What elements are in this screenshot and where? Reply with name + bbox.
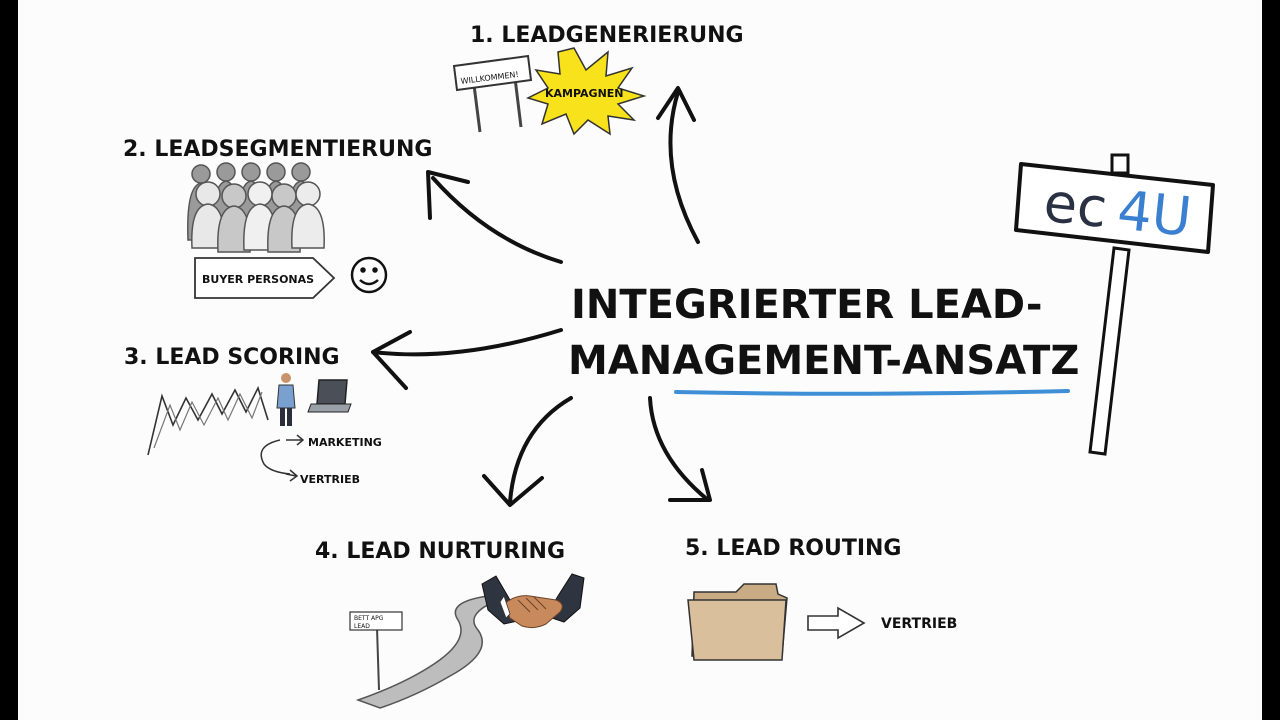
step-2-label: 2. LEADSEGMENTIERUNG bbox=[123, 137, 432, 162]
step-4-lead-nurturing: 4. LEAD NURTURING BETT APG LEAD bbox=[315, 539, 585, 709]
routing-arrow bbox=[807, 606, 866, 640]
buyer-personas-crowd bbox=[187, 162, 325, 253]
ec4u-sign: ec 4U bbox=[1014, 153, 1215, 456]
burst-shape bbox=[525, 47, 647, 136]
businessman-icon bbox=[276, 373, 296, 426]
marketing-label: MARKETING bbox=[308, 436, 382, 449]
sign-post-top bbox=[1110, 153, 1130, 175]
sign-post bbox=[1088, 246, 1131, 456]
laptop-icon bbox=[307, 379, 352, 413]
welcome-sign: WILLKOMMEN! bbox=[452, 54, 533, 133]
folder-icon bbox=[687, 583, 788, 661]
step-5-label: 5. LEAD ROUTING bbox=[685, 536, 902, 561]
smiley-icon bbox=[350, 256, 388, 294]
arrow-to-step3 bbox=[371, 328, 563, 390]
arrow-to-step5 bbox=[648, 396, 712, 502]
burst-text: KAMPAGNEN bbox=[545, 87, 624, 100]
arrow-to-step4 bbox=[482, 396, 573, 507]
logo-text-ec: ec bbox=[1041, 171, 1110, 240]
center-title-line2: MANAGEMENT-ANSATZ bbox=[568, 338, 1079, 384]
routing-target-label: VERTRIEB bbox=[881, 616, 957, 632]
arrow-to-step1 bbox=[656, 86, 700, 244]
logo-text-4u: 4U bbox=[1115, 178, 1195, 248]
ec4u-logo: ec 4U bbox=[1041, 171, 1195, 249]
step-3-lead-scoring: 3. LEAD SCORING MARKETING VERTRIEB bbox=[124, 345, 382, 486]
scoring-zigzag-line-2 bbox=[153, 391, 263, 449]
arrow-to-step2 bbox=[426, 170, 563, 264]
signpost-line2: LEAD bbox=[354, 623, 370, 630]
handshake-icon bbox=[481, 573, 585, 629]
logo-sign-board bbox=[1014, 162, 1215, 254]
campaign-burst: KAMPAGNEN bbox=[525, 47, 647, 136]
lead-management-diagram: INTEGRIERTER LEAD- MANAGEMENT-ANSATZ bbox=[123, 23, 1215, 709]
center-title-line1: INTEGRIERTER LEAD- bbox=[571, 282, 1042, 328]
lead-signpost: BETT APG LEAD bbox=[349, 611, 403, 691]
step-4-label: 4. LEAD NURTURING bbox=[315, 539, 565, 564]
whiteboard-canvas: INTEGRIERTER LEAD- MANAGEMENT-ANSATZ bbox=[18, 0, 1262, 720]
step-5-lead-routing: 5. LEAD ROUTING VERTRIEB bbox=[685, 536, 957, 661]
to-sales-arrow bbox=[285, 469, 299, 482]
arrows bbox=[371, 86, 712, 507]
buyer-personas-tag: BUYER PERSONAS bbox=[194, 257, 336, 299]
scoring-zigzag-line bbox=[147, 385, 269, 456]
signpost-line1: BETT APG bbox=[354, 615, 384, 622]
step-1-label: 1. LEADGENERIERUNG bbox=[470, 23, 744, 48]
center-title: INTEGRIERTER LEAD- MANAGEMENT-ANSATZ bbox=[568, 282, 1079, 396]
vertrieb-label-scoring: VERTRIEB bbox=[300, 473, 360, 486]
step-1-lead-generation: 1. LEADGENERIERUNG WILLKOMMEN! KAMPAGNEN bbox=[452, 23, 744, 136]
title-underline bbox=[674, 389, 1070, 396]
step-2-lead-segmentation: 2. LEADSEGMENTIERUNG BUYER PERSONAS bbox=[123, 137, 432, 299]
step-3-label: 3. LEAD SCORING bbox=[124, 345, 340, 370]
buyer-personas-text: BUYER PERSONAS bbox=[202, 273, 314, 286]
to-marketing-arrow bbox=[286, 434, 305, 446]
scoring-flow-curve bbox=[260, 439, 291, 475]
